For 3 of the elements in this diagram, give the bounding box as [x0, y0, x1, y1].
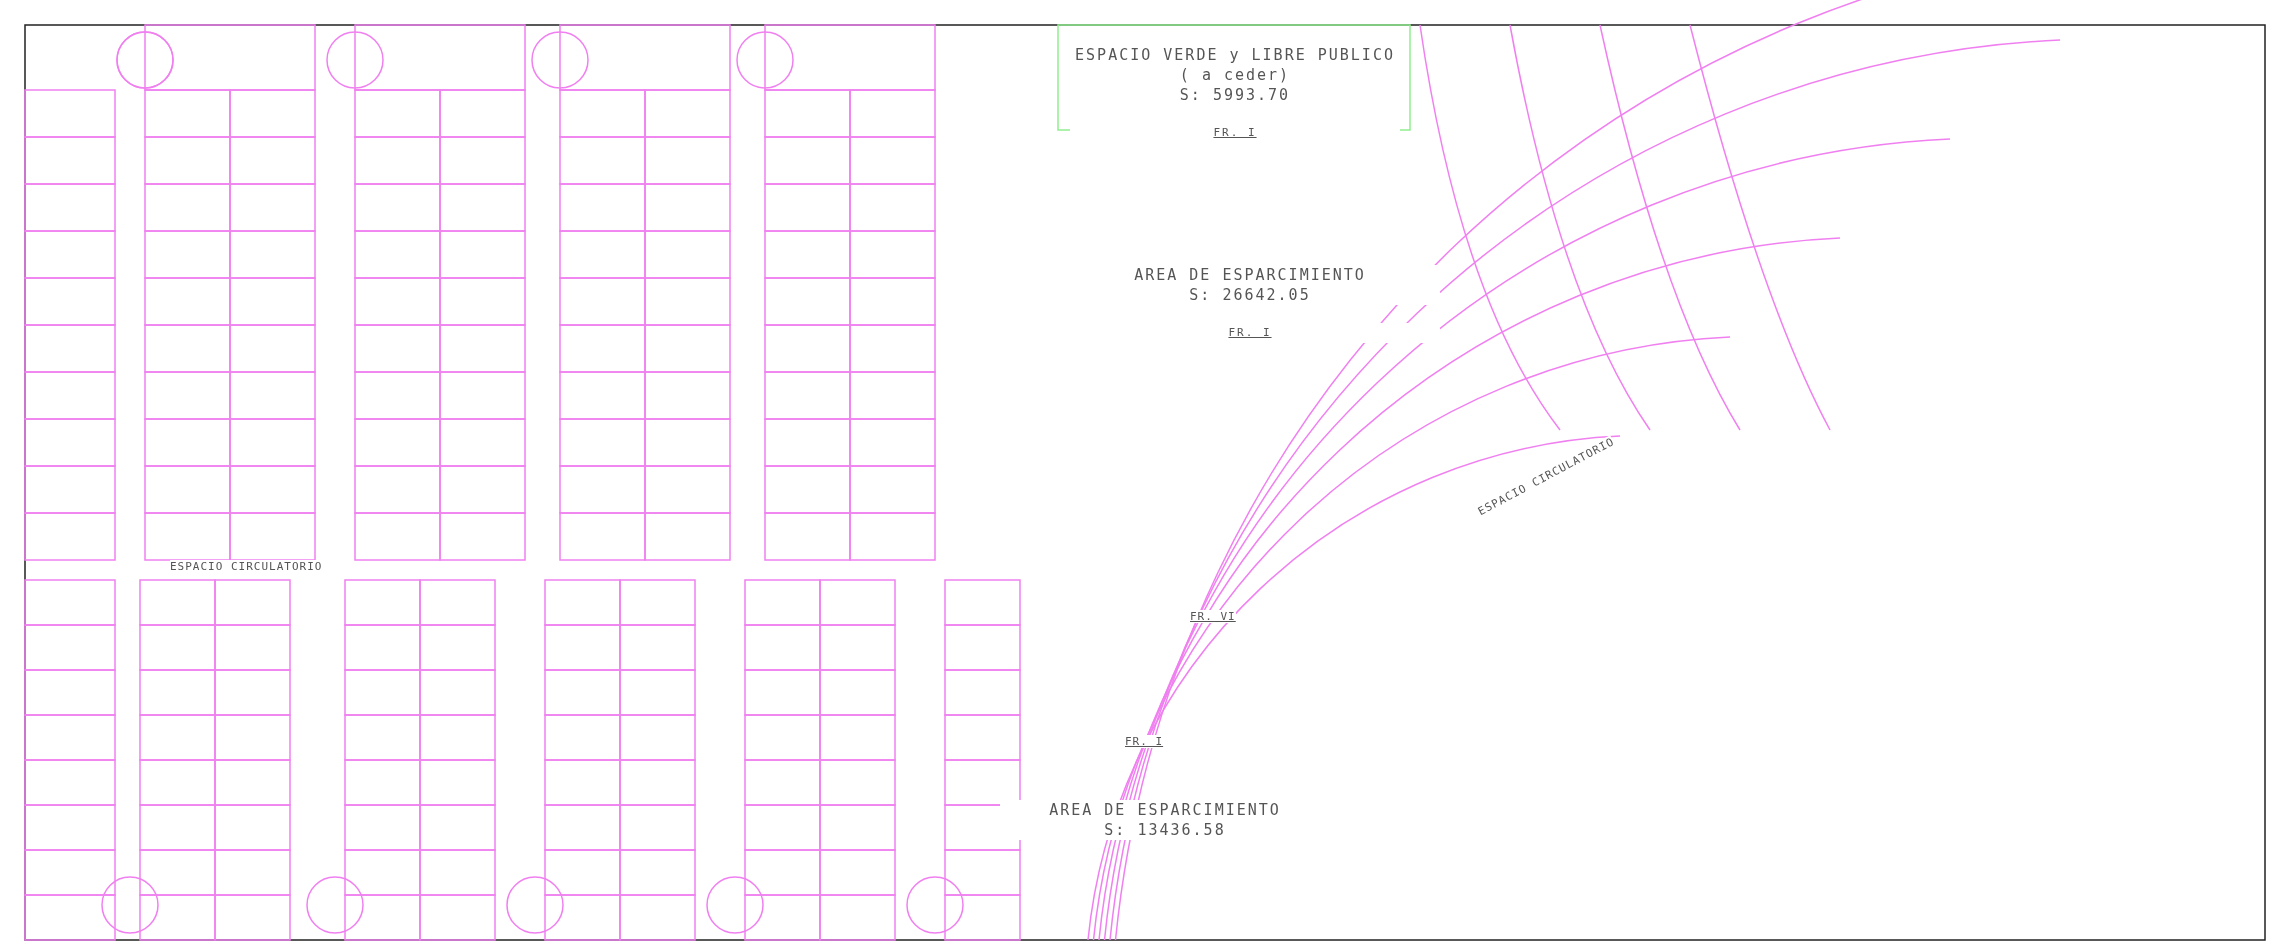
fraction-label: FR. VI: [1190, 610, 1236, 623]
fraction-label: FR. I: [1125, 735, 1164, 748]
street-label: ESPACIO CIRCULATORIO: [170, 560, 323, 573]
